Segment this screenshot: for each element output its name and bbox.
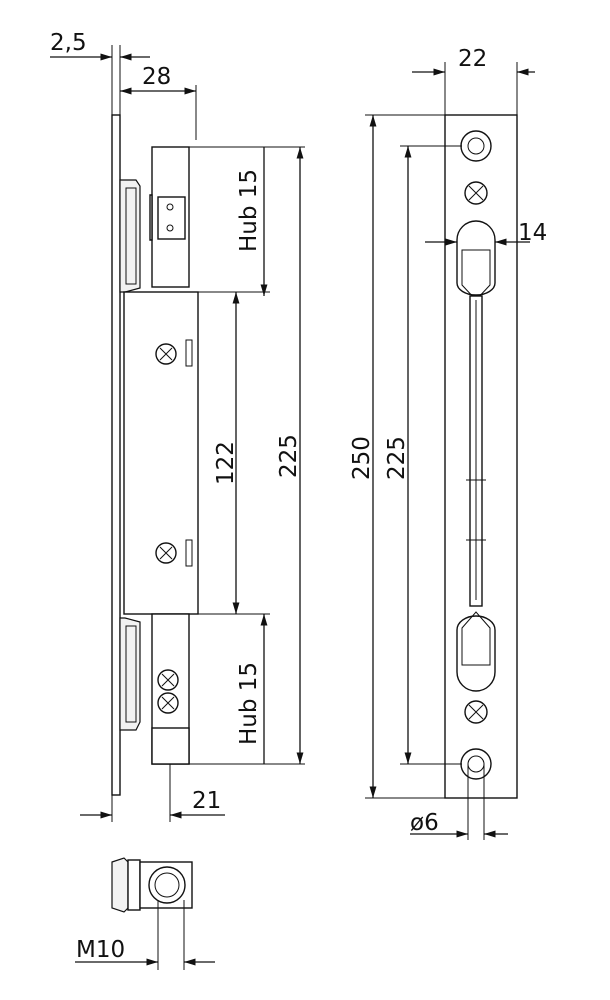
mounting-hole-top xyxy=(460,130,492,162)
top-catch xyxy=(157,196,186,240)
front-view xyxy=(444,114,518,799)
screw-icon xyxy=(155,343,177,365)
dim-slot-width: 14 xyxy=(518,220,547,246)
bottom-bracket xyxy=(119,617,141,731)
side-dimensions: 2,5 28 Hub 15 122 225 Hub 15 21 xyxy=(50,30,305,822)
end-dimensions: M10 xyxy=(75,900,215,970)
top-bracket-inner xyxy=(125,187,137,285)
top-bracket xyxy=(119,179,141,293)
screw-icon xyxy=(155,542,177,564)
front-dimensions: 22 14 250 225 ø6 xyxy=(349,46,547,840)
end-view xyxy=(111,857,193,913)
dim-total-length: 250 xyxy=(349,436,375,480)
case-tab-top xyxy=(185,339,193,367)
screw-icon xyxy=(464,700,488,724)
dim-length-front: 225 xyxy=(384,436,410,480)
bottom-bolt-tip xyxy=(151,727,190,765)
case-tab-bottom xyxy=(185,539,193,567)
dim-hole-diameter: ø6 xyxy=(410,810,439,836)
screw-icon xyxy=(464,181,488,205)
mounting-hole-bottom xyxy=(460,748,492,780)
bottom-bracket-inner xyxy=(125,625,137,723)
dim-screw-spacing: 122 xyxy=(213,441,239,485)
top-bolt-tab xyxy=(149,194,153,241)
end-bracket xyxy=(127,859,141,911)
dim-thread: M10 xyxy=(76,937,125,963)
top-catch-pin-2 xyxy=(166,224,174,232)
dim-stroke-top: Hub 15 xyxy=(236,169,262,252)
end-plate xyxy=(111,857,129,913)
screw-icon xyxy=(157,692,179,714)
dim-plate-width: 22 xyxy=(458,46,487,72)
bolt-slot-bottom xyxy=(456,611,496,692)
side-view xyxy=(111,114,199,796)
dim-bolt-offset: 21 xyxy=(192,788,221,814)
top-catch-pin xyxy=(166,203,174,211)
dim-body-depth: 28 xyxy=(142,64,171,90)
dim-stroke-bottom: Hub 15 xyxy=(236,662,262,745)
dim-plate-thickness: 2,5 xyxy=(50,30,87,56)
bolt-slot-top xyxy=(456,220,496,301)
dim-length-side: 225 xyxy=(276,434,302,478)
screw-icon xyxy=(157,669,179,691)
faceplate-side xyxy=(111,114,121,796)
bolt-end-icon xyxy=(148,866,186,904)
